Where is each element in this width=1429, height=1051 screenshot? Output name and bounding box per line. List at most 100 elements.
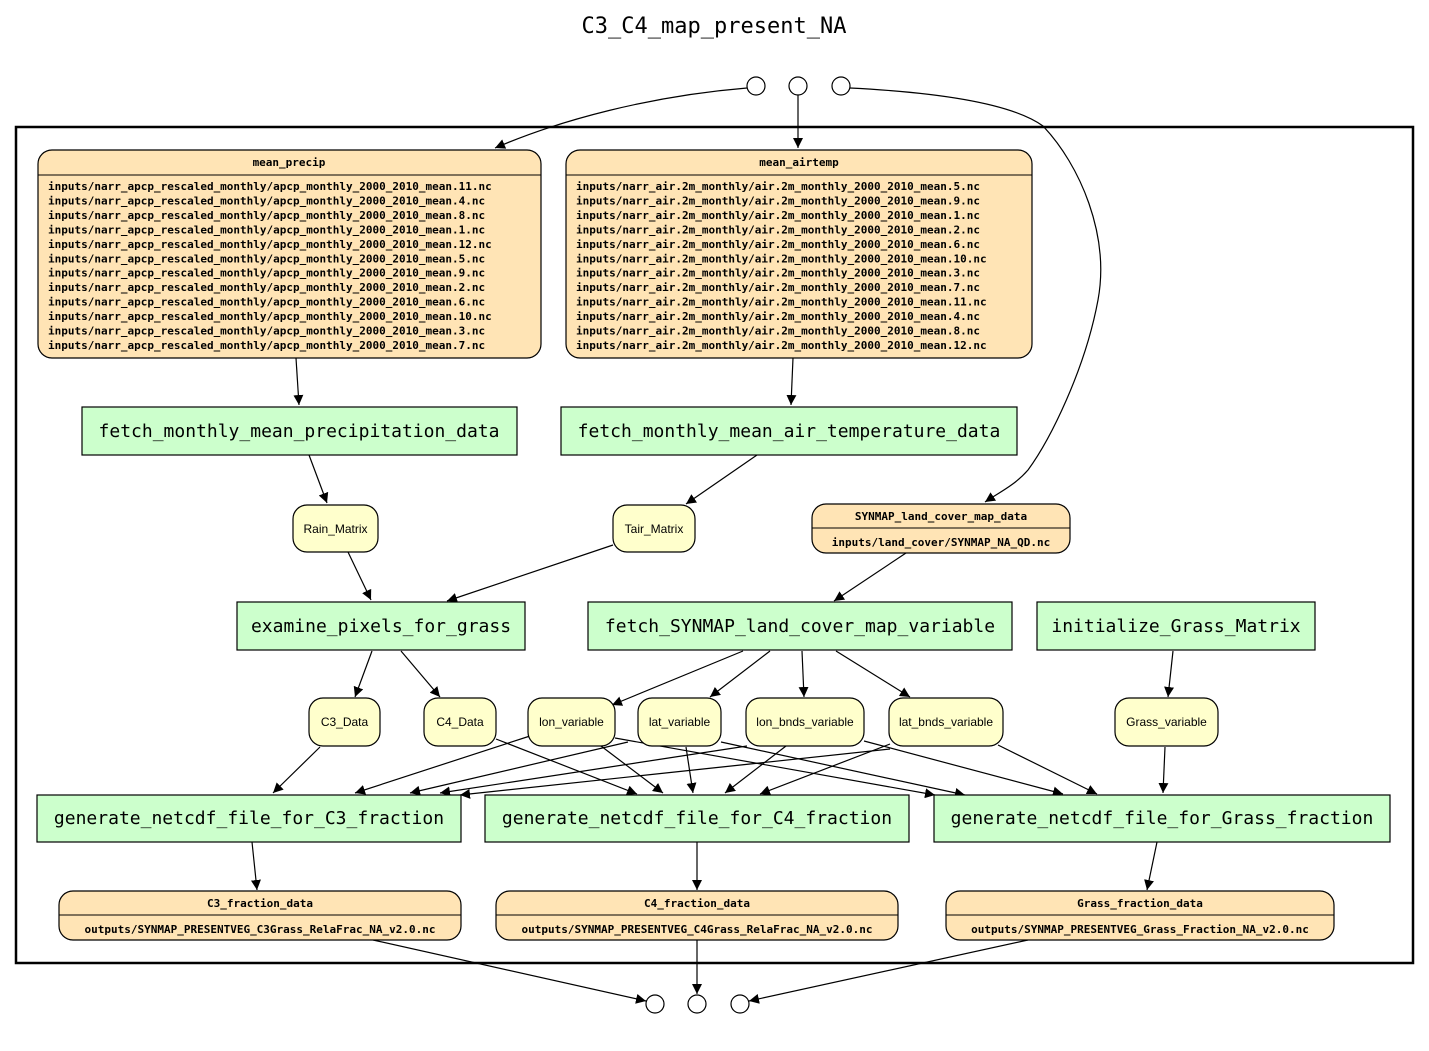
edge-examine-to-c3data: [353, 650, 373, 698]
data-file-path: inputs/narr_apcp_rescaled_monthly/apcp_m…: [48, 339, 485, 352]
edge-lonbnds-to-gen-c4: [724, 745, 787, 794]
data-node-c3-fraction[interactable]: C3_fraction_data outputs/SYNMAP_PRESENTV…: [58, 890, 462, 941]
data-node-mean-precip[interactable]: mean_precip inputs/narr_apcp_rescaled_mo…: [37, 149, 542, 359]
data-file-path: inputs/narr_apcp_rescaled_monthly/apcp_m…: [48, 296, 485, 309]
program-generate-c4[interactable]: generate_netcdf_file_for_C4_fraction: [484, 794, 910, 843]
edge-lat-to-gen-c3: [409, 741, 629, 796]
edge-port-to-mean-precip: [494, 87, 748, 149]
data-file-path: inputs/land_cover/SYNMAP_NA_QD.nc: [832, 536, 1051, 549]
data-file-path: inputs/narr_air.2m_monthly/air.2m_monthl…: [576, 209, 980, 222]
param-label: C4_Data: [436, 715, 484, 729]
program-label: fetch_monthly_mean_precipitation_data: [99, 421, 500, 442]
edge-synmap-to-fetch: [833, 552, 907, 602]
input-port-synmap[interactable]: [831, 76, 851, 96]
edge-port-to-synmap: [849, 87, 1102, 503]
output-port-c4[interactable]: [687, 994, 707, 1014]
edge-latbnds-to-gen-c4: [759, 743, 891, 796]
param-label: lon_variable: [539, 715, 604, 729]
param-lat-bnds-variable[interactable]: lat_bnds_variable: [888, 697, 1004, 747]
edge-fetch-airtemp-to-tair: [685, 454, 758, 505]
data-file-path: inputs/narr_apcp_rescaled_monthly/apcp_m…: [48, 325, 485, 338]
edge-precip-to-fetch: [293, 357, 304, 406]
param-label: Rain_Matrix: [303, 522, 367, 536]
data-file-path: inputs/narr_air.2m_monthly/air.2m_monthl…: [576, 252, 987, 265]
program-examine-pixels[interactable]: examine_pixels_for_grass: [236, 601, 526, 651]
data-node-c4-fraction[interactable]: C4_fraction_data outputs/SYNMAP_PRESENTV…: [495, 890, 899, 941]
param-label: lat_bnds_variable: [899, 715, 993, 729]
input-port-airtemp[interactable]: [788, 76, 808, 96]
program-label: fetch_SYNMAP_land_cover_map_variable: [605, 616, 995, 637]
data-node-grass-fraction[interactable]: Grass_fraction_data outputs/SYNMAP_PRESE…: [945, 890, 1335, 941]
program-fetch-synmap[interactable]: fetch_SYNMAP_land_cover_map_variable: [587, 601, 1013, 651]
diagram-title: C3_C4_map_present_NA: [582, 14, 847, 39]
edge-airtemp-to-fetch: [786, 357, 797, 406]
data-file-path: inputs/narr_air.2m_monthly/air.2m_monthl…: [576, 223, 980, 236]
file-list: inputs/narr_apcp_rescaled_monthly/apcp_m…: [48, 180, 492, 352]
edge-lonbnds-to-gen-c3: [439, 745, 748, 797]
param-grass-variable[interactable]: Grass_variable: [1114, 697, 1219, 747]
edge-grassvar-to-gen-grass: [1158, 746, 1169, 794]
edge-lat-to-gen-c4: [685, 746, 697, 794]
workflow-boundary: [14, 125, 1415, 965]
edge-rain-to-examine: [347, 551, 372, 601]
data-file-path: inputs/narr_air.2m_monthly/air.2m_monthl…: [576, 310, 980, 323]
edge-fetch-precip-to-rain: [308, 454, 329, 504]
program-label: initialize_Grass_Matrix: [1051, 616, 1300, 637]
data-file-path: inputs/narr_apcp_rescaled_monthly/apcp_m…: [48, 310, 492, 323]
data-file-path: inputs/narr_apcp_rescaled_monthly/apcp_m…: [48, 180, 492, 193]
param-tair-matrix[interactable]: Tair_Matrix: [612, 504, 696, 553]
data-node-synmap[interactable]: SYNMAP_land_cover_map_data inputs/land_c…: [811, 503, 1071, 554]
program-generate-c3[interactable]: generate_netcdf_file_for_C3_fraction: [36, 794, 462, 843]
program-label: generate_netcdf_file_for_Grass_fraction: [951, 808, 1374, 829]
edge-lonbnds-to-gen-grass: [863, 740, 1064, 797]
param-c3-data[interactable]: C3_Data: [308, 697, 381, 747]
edge-fetch-to-lon: [611, 650, 744, 706]
data-file-path: inputs/narr_air.2m_monthly/air.2m_monthl…: [576, 281, 980, 294]
program-label: generate_netcdf_file_for_C4_fraction: [502, 808, 892, 829]
data-file-path: inputs/narr_air.2m_monthly/air.2m_monthl…: [576, 238, 980, 251]
data-node-mean-airtemp[interactable]: mean_airtemp inputs/narr_air.2m_monthly/…: [565, 149, 1033, 359]
edge-fetch-to-latbnds: [835, 650, 911, 698]
param-lon-bnds-variable[interactable]: lon_bnds_variable: [745, 697, 865, 747]
data-node-title: C4_fraction_data: [644, 897, 750, 910]
edge-c3data-to-gen-c3: [272, 746, 321, 794]
data-file-path: outputs/SYNMAP_PRESENTVEG_Grass_Fraction…: [971, 923, 1309, 936]
file-list: inputs/narr_air.2m_monthly/air.2m_monthl…: [576, 180, 987, 352]
data-file-path: inputs/narr_air.2m_monthly/air.2m_monthl…: [576, 325, 980, 338]
data-node-title: Grass_fraction_data: [1077, 897, 1203, 910]
param-c4-data[interactable]: C4_Data: [423, 697, 497, 747]
data-node-title: mean_precip: [253, 156, 326, 169]
param-lat-variable[interactable]: lat_variable: [637, 697, 722, 747]
data-file-path: outputs/SYNMAP_PRESENTVEG_C3Grass_RelaFr…: [85, 923, 436, 936]
data-file-path: inputs/narr_apcp_rescaled_monthly/apcp_m…: [48, 267, 485, 280]
edge-fetch-to-lat: [709, 650, 771, 698]
data-file-path: inputs/narr_air.2m_monthly/air.2m_monthl…: [576, 194, 980, 207]
output-port-c3[interactable]: [645, 994, 665, 1014]
edges: [250, 87, 1175, 1004]
param-lon-variable[interactable]: lon_variable: [527, 697, 616, 747]
edge-latbnds-to-gen-c3: [459, 748, 891, 799]
param-label: lat_variable: [649, 715, 711, 729]
data-file-path: inputs/narr_air.2m_monthly/air.2m_monthl…: [576, 267, 980, 280]
edge-examine-to-c4data: [400, 650, 441, 698]
edge-fetch-to-lonbnds: [798, 650, 809, 698]
data-file-path: inputs/narr_air.2m_monthly/air.2m_monthl…: [576, 180, 980, 193]
program-fetch-precipitation[interactable]: fetch_monthly_mean_precipitation_data: [81, 406, 518, 456]
data-file-path: outputs/SYNMAP_PRESENTVEG_C4Grass_RelaFr…: [522, 923, 873, 936]
edge-c4data-to-gen-c4: [495, 738, 638, 796]
input-port-precip[interactable]: [746, 76, 766, 96]
program-fetch-air-temperature[interactable]: fetch_monthly_mean_air_temperature_data: [560, 406, 1018, 456]
program-label: fetch_monthly_mean_air_temperature_data: [578, 421, 1001, 442]
edge-gen-grass-to-grassfraction: [1144, 841, 1158, 891]
program-generate-grass[interactable]: generate_netcdf_file_for_Grass_fraction: [933, 794, 1391, 843]
param-rain-matrix[interactable]: Rain_Matrix: [292, 504, 379, 553]
edge-init-to-grassvar: [1164, 650, 1175, 698]
data-file-path: inputs/narr_apcp_rescaled_monthly/apcp_m…: [48, 252, 485, 265]
program-label: generate_netcdf_file_for_C3_fraction: [54, 808, 444, 829]
edge-tair-to-examine: [446, 544, 614, 603]
program-initialize-grass[interactable]: initialize_Grass_Matrix: [1036, 601, 1316, 651]
param-label: Tair_Matrix: [625, 522, 684, 536]
output-port-grass[interactable]: [730, 994, 750, 1014]
data-node-title: C3_fraction_data: [207, 897, 313, 910]
edge-lon-to-gen-c3: [354, 735, 531, 795]
